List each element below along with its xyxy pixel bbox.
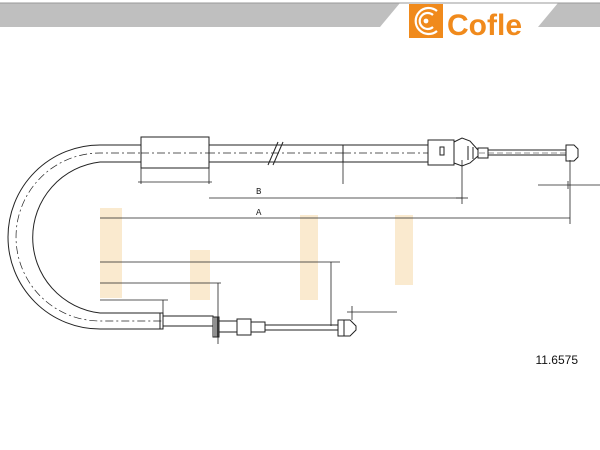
brand-name: Cofle xyxy=(447,9,522,42)
cable-body xyxy=(7,136,579,338)
dimension-a-label: A xyxy=(256,208,262,218)
header-band-right xyxy=(538,3,600,27)
header-band-left xyxy=(0,3,400,27)
part-number: 11.6575 xyxy=(535,353,579,367)
cofle-logo: Cofle xyxy=(409,4,522,42)
dimension-b-label: B xyxy=(256,187,262,197)
dimension-lines xyxy=(100,160,600,344)
watermark xyxy=(100,208,413,300)
